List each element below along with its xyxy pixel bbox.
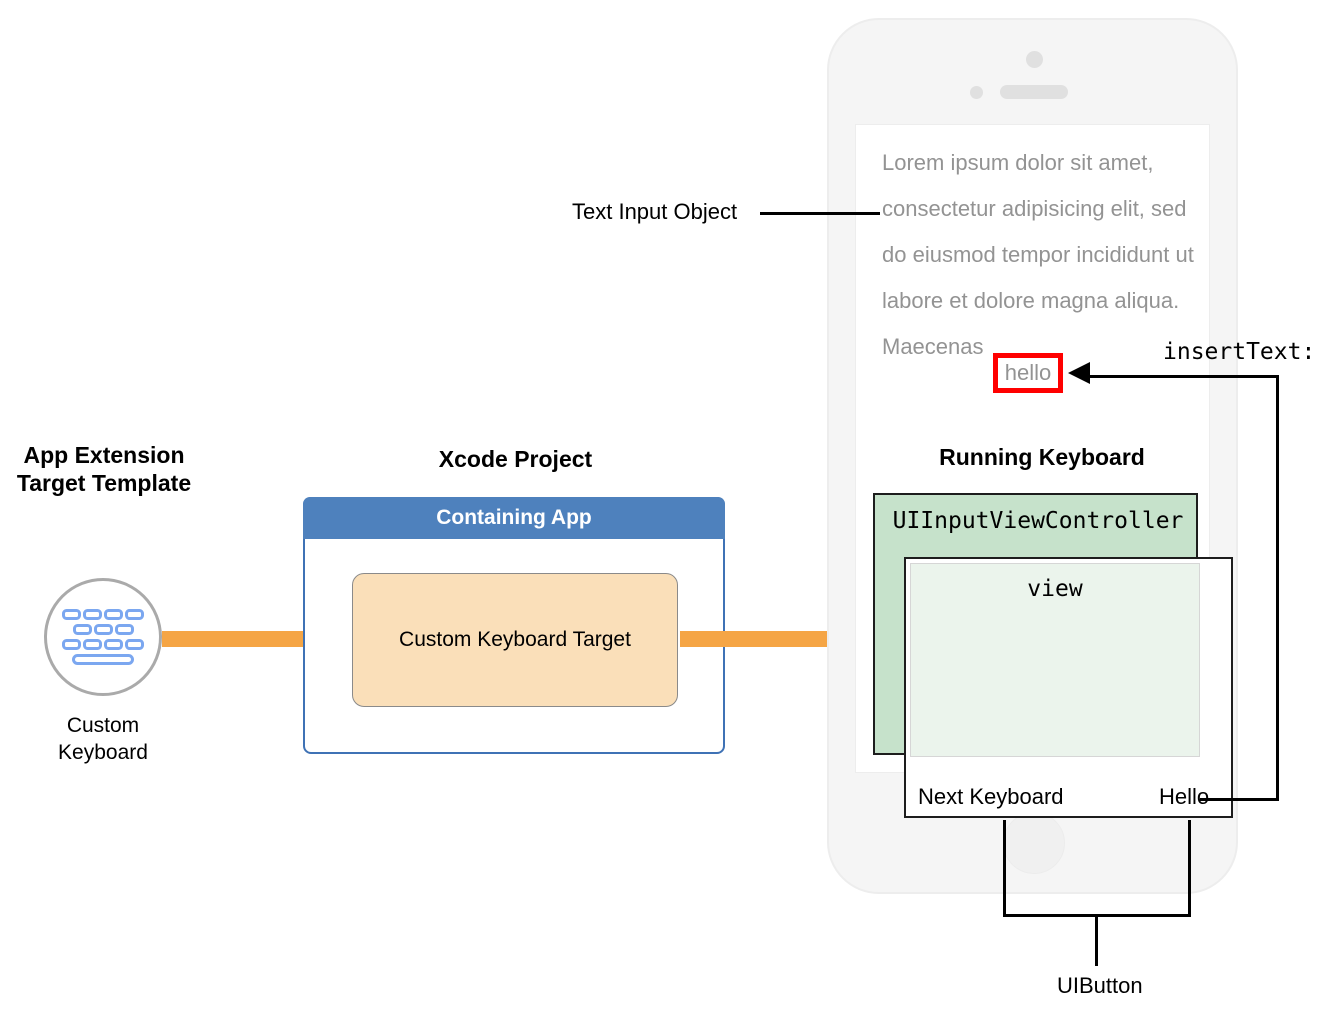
uibutton-leader-stem xyxy=(1095,914,1098,966)
custom-keyboard-target-box: Custom Keyboard Target xyxy=(352,573,678,707)
arrow-shaft xyxy=(680,631,852,647)
keyboard-view-inner-panel xyxy=(910,563,1200,757)
custom-keyboard-caption: Custom Keyboard xyxy=(58,714,148,764)
keyboard-icon xyxy=(62,609,144,665)
running-keyboard-title: Running Keyboard xyxy=(939,444,1145,470)
inserted-text-highlight: hello xyxy=(993,353,1063,393)
insert-text-leader-horizontal xyxy=(1089,375,1279,378)
earpiece-speaker-icon xyxy=(1000,85,1068,99)
app-extension-title: App Extension Target Template xyxy=(16,442,192,496)
uiinputviewcontroller-label: UIInputViewController xyxy=(892,508,1184,534)
uibutton-leader-right xyxy=(1188,820,1191,917)
insert-text-callout-label: insertText: xyxy=(1163,339,1316,365)
insert-text-leader-from-hello xyxy=(1200,798,1279,801)
text-input-object-callout-label: Text Input Object xyxy=(572,199,738,224)
custom-keyboard-badge xyxy=(44,578,162,696)
uibutton-callout-label: UIButton xyxy=(1057,973,1143,998)
proximity-sensor-icon xyxy=(970,86,983,99)
next-keyboard-button[interactable]: Next Keyboard xyxy=(918,784,1064,809)
insert-text-arrowhead xyxy=(1068,362,1090,384)
uibutton-leader-left xyxy=(1003,820,1006,917)
containing-app-header: Containing App xyxy=(303,497,725,539)
view-label: view xyxy=(1027,576,1083,602)
hello-button[interactable]: Hello xyxy=(1159,784,1210,809)
xcode-project-title: Xcode Project xyxy=(438,446,593,472)
insert-text-leader-vertical xyxy=(1276,375,1279,801)
text-input-object-content[interactable]: Lorem ipsum dolor sit amet, consectetur … xyxy=(882,150,1194,359)
home-button[interactable] xyxy=(1003,812,1065,874)
front-camera-icon xyxy=(1026,51,1043,68)
text-input-object-leader-line xyxy=(760,212,880,215)
arrow-shaft xyxy=(162,631,324,647)
